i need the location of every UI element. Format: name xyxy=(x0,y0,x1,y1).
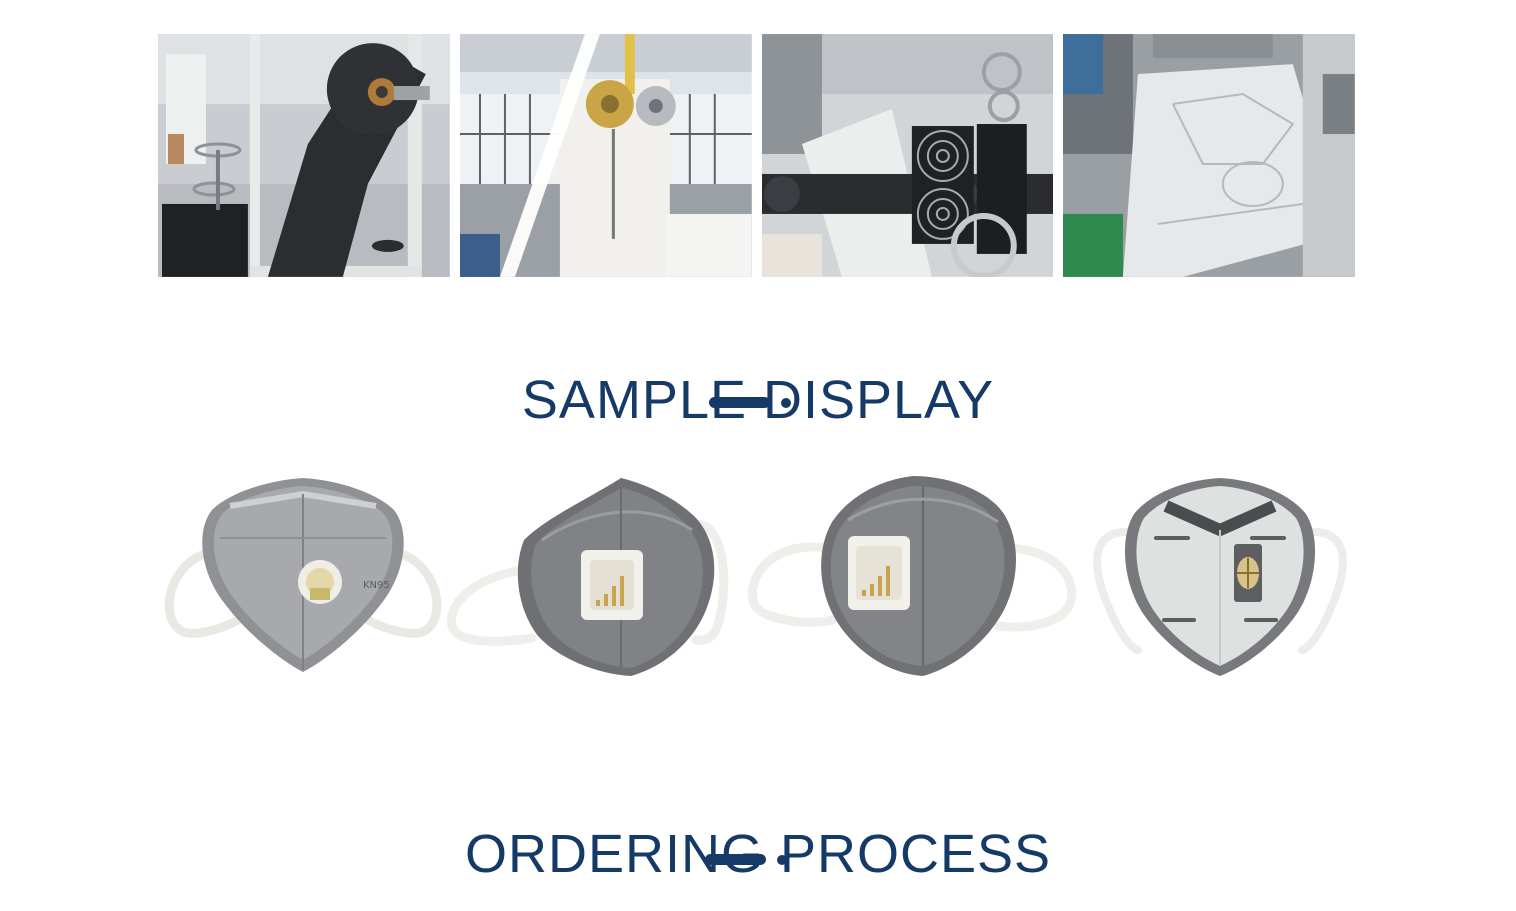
ordering-process-heading: ORDERING PROCESS xyxy=(464,823,1052,884)
divider-dot xyxy=(781,397,791,408)
sample-mask-row: KN95 xyxy=(150,470,1366,684)
divider-bar xyxy=(705,854,766,865)
production-photo-strip xyxy=(158,34,1355,277)
photo-roller-tensioner xyxy=(459,34,752,277)
mask-sample-kn95: KN95 xyxy=(160,470,446,684)
mask-inner-view xyxy=(1093,478,1347,676)
mask-sample-grey-right xyxy=(748,470,1078,684)
divider-dot xyxy=(777,854,787,865)
cooling-fans-photo xyxy=(761,34,1054,277)
black-nonwoven-roll-photo xyxy=(158,34,450,277)
grey-valved-mask-right xyxy=(748,476,1077,676)
grey-valved-mask-left xyxy=(446,478,729,676)
roller-tensioner-photo xyxy=(459,34,752,277)
photo-black-roll xyxy=(158,34,450,277)
light-grey-valved-mask: KN95 xyxy=(164,478,442,672)
photo-cooling-fans xyxy=(761,34,1054,277)
mask-sample-grey-left xyxy=(446,470,736,684)
kn95-print: KN95 xyxy=(363,580,390,591)
ultrasonic-welding-photo xyxy=(1063,34,1355,277)
mask-sample-inner-view xyxy=(1090,470,1350,684)
photo-ultrasonic-welding xyxy=(1063,34,1355,277)
divider-bar xyxy=(709,397,770,408)
